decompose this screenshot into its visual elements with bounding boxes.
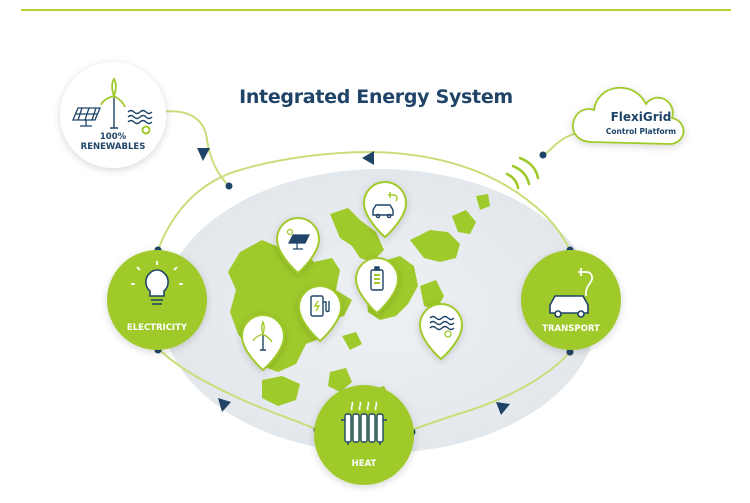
wind-turbine-icon — [252, 320, 273, 351]
battery-icon — [370, 266, 384, 291]
light-bulb-icon — [131, 261, 183, 305]
renewables-label: RENEWABLES — [81, 142, 146, 152]
heat-node: HEAT — [314, 385, 414, 485]
cloud-subtitle: Control Platform — [606, 127, 676, 136]
heat-label: HEAT — [352, 459, 377, 469]
radiator-icon — [341, 401, 387, 445]
cycle-loop — [157, 150, 571, 431]
wind-turbine-icon — [100, 77, 126, 129]
transport-node: TRANSPORT — [521, 250, 621, 350]
car-charging-icon — [549, 268, 593, 318]
top-divider — [21, 9, 731, 11]
renewables-percent: 100% — [100, 132, 127, 142]
solar-panel-icon — [286, 228, 310, 250]
renewables-node: 100% RENEWABLES — [60, 62, 166, 168]
solar-panel-icon — [72, 107, 101, 127]
car-charging-icon — [372, 192, 398, 219]
electricity-node: ELECTRICITY — [107, 250, 207, 350]
flexigrid-cloud: FlexiGrid Control Platform — [572, 86, 685, 145]
diagram-title: Integrated Energy System — [239, 86, 513, 108]
water-waves-icon — [127, 109, 153, 135]
cloud-title: FlexiGrid — [611, 110, 672, 124]
water-waves-icon — [429, 315, 455, 338]
transport-label: TRANSPORT — [542, 324, 600, 334]
renewables-connector — [159, 110, 230, 187]
electricity-label: ELECTRICITY — [127, 323, 188, 333]
signal-waves-icon — [505, 156, 540, 190]
ev-charger-icon — [310, 295, 330, 317]
flow-arrows — [197, 148, 510, 415]
